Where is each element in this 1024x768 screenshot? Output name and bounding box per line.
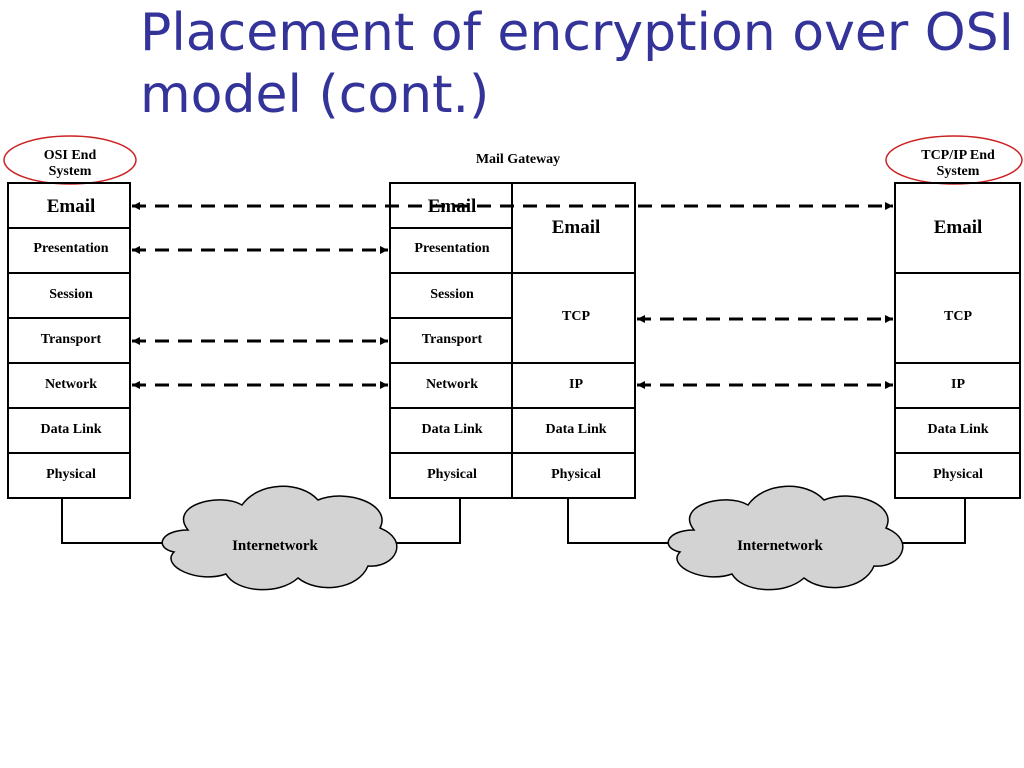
tcpip-end-layer-physical: Physical — [933, 467, 983, 482]
osi-end-layer-session: Session — [49, 287, 93, 302]
link-gateway-to-left-internetwork — [395, 498, 461, 544]
osi-end-layer-physical: Physical — [46, 467, 96, 482]
tcpip-end-layer-data-link: Data Link — [927, 422, 988, 437]
tcpip-end-layer-ip: IP — [951, 377, 965, 392]
gateway-tcpip-layer-data-link: Data Link — [545, 422, 606, 437]
osi-end-system-stack — [7, 182, 131, 499]
internetwork-cloud-right: Internetwork — [667, 485, 904, 591]
osi-end-system-label-line2: System — [49, 164, 92, 179]
gateway-tcpip-layer-email: Email — [552, 217, 601, 238]
internetwork-cloud-left: Internetwork — [161, 485, 398, 591]
gateway-osi-layer-session: Session — [430, 287, 474, 302]
mail-gateway-label: Mail Gateway — [476, 152, 560, 167]
gateway-osi-layer-physical: Physical — [427, 467, 477, 482]
title-line-1: Placement of encryption over OSI — [140, 3, 1015, 63]
gateway-osi-layer-presentation: Presentation — [414, 241, 489, 256]
gateway-tcpip-layer-ip: IP — [569, 377, 583, 392]
tcpip-end-system-label-line1: TCP/IP End — [921, 148, 995, 163]
internetwork-right-label: Internetwork — [737, 538, 823, 554]
gateway-osi-layer-network: Network — [426, 377, 478, 392]
mail-gateway-stack — [389, 182, 636, 499]
gateway-osi-layer-transport: Transport — [422, 332, 483, 347]
osi-end-system-label-line1: OSI End — [44, 148, 97, 163]
page-title: Placement of encryption over OSI model (… — [140, 2, 1020, 126]
link-osi-end-to-internetwork — [61, 498, 170, 544]
gateway-tcpip-layer-physical: Physical — [551, 467, 601, 482]
gateway-tcpip-layer-tcp: TCP — [562, 309, 590, 324]
gateway-osi-layer-data-link: Data Link — [421, 422, 482, 437]
link-tcpip-end-to-internetwork — [900, 498, 966, 544]
tcpip-end-layer-tcp: TCP — [944, 309, 972, 324]
osi-end-layer-network: Network — [45, 377, 97, 392]
osi-end-layer-data-link: Data Link — [40, 422, 101, 437]
link-gateway-to-right-internetwork — [567, 498, 672, 544]
internetwork-left-label: Internetwork — [232, 538, 318, 554]
tcpip-end-system-label-line2: System — [937, 164, 980, 179]
tcpip-end-system-stack — [894, 182, 1021, 499]
title-line-2: model (cont.) — [140, 65, 490, 125]
osi-end-layer-transport: Transport — [41, 332, 102, 347]
tcpip-end-layer-email: Email — [934, 217, 983, 238]
osi-end-layer-presentation: Presentation — [33, 241, 108, 256]
osi-end-layer-email: Email — [47, 196, 96, 217]
